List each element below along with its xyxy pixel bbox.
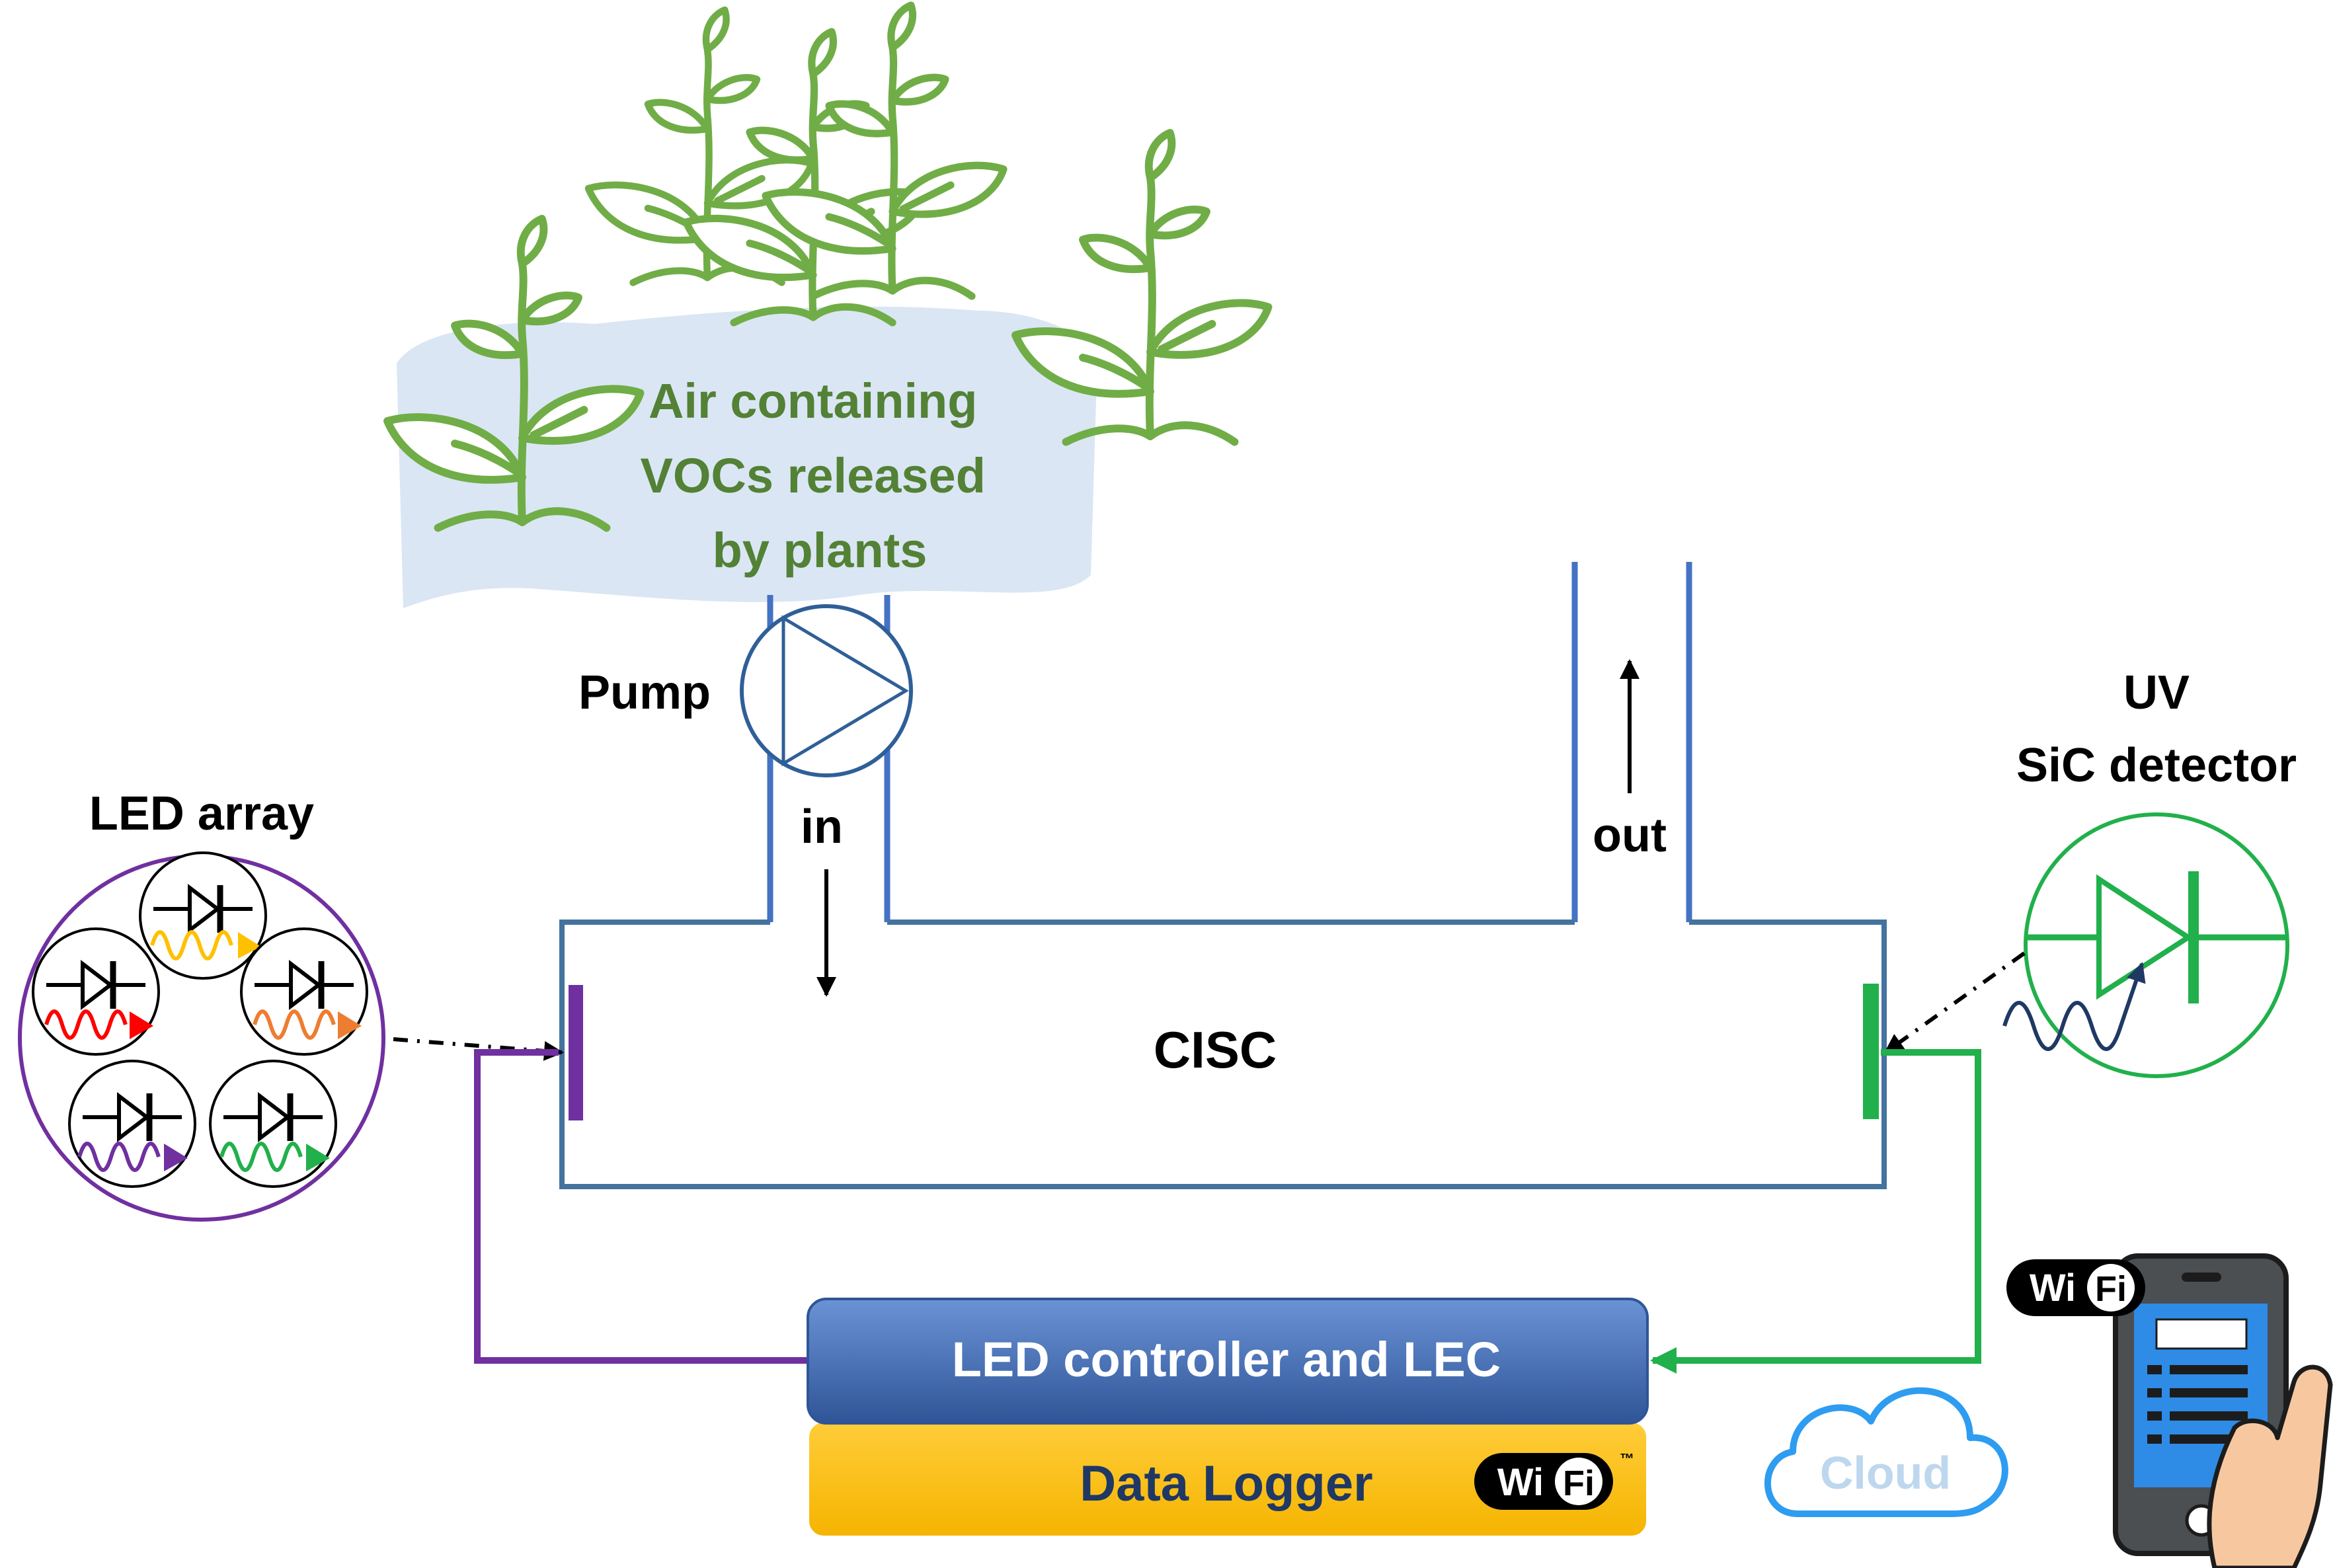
photodiode-icon [2002,812,2289,1078]
led-diode-icon [68,1060,196,1188]
led-light-path [393,1037,564,1061]
led-diode-icon [209,1060,337,1188]
data-logger-label: Data Logger [1080,1456,1372,1512]
cloud-text: Air containing VOCs released by plants [641,373,1000,578]
led-array-label: LED array [89,787,314,840]
led-controller-label: LED controller and LEC [952,1332,1501,1387]
uv-label: UV [2123,666,2190,719]
detector-window [1863,984,1879,1119]
cloud-label: Cloud [1820,1447,1951,1499]
pump-icon [740,604,913,777]
led-window [569,985,583,1120]
wifi-icon: Wi Fi ™ [1474,1450,1634,1510]
svg-text:Fi: Fi [1563,1464,1595,1503]
green-wire [1650,1049,1981,1374]
out-label: out [1593,809,1667,862]
cloud-text-line-1: Air containing [649,373,977,428]
svg-text:Fi: Fi [2095,1269,2127,1309]
svg-text:Wi: Wi [2030,1267,2076,1310]
led-diode-icon [32,927,160,1056]
led-diode-icon [139,851,267,980]
cloud-icon: Cloud [1764,1387,2008,1517]
smartphone-icon: Wi Fi [2006,1253,2333,1568]
cloud-text-line-2: VOCs released [641,448,986,503]
chamber-label: CISC [1154,1021,1277,1079]
led-diode-icon [240,927,368,1056]
purple-wire [474,1049,808,1364]
svg-text:Wi: Wi [1497,1461,1544,1504]
svg-text:™: ™ [1620,1450,1634,1467]
chamber-outline [559,920,1887,1189]
detector-light-path [1883,951,2026,1054]
in-label: in [801,801,843,853]
led-controller-box [807,1298,1649,1425]
sic-detector-label: SiC detector [2016,739,2297,792]
cloud-text-line-3: by plants [713,523,928,578]
pump-label: Pump [578,666,711,719]
air-cloud-shape [397,306,1097,608]
